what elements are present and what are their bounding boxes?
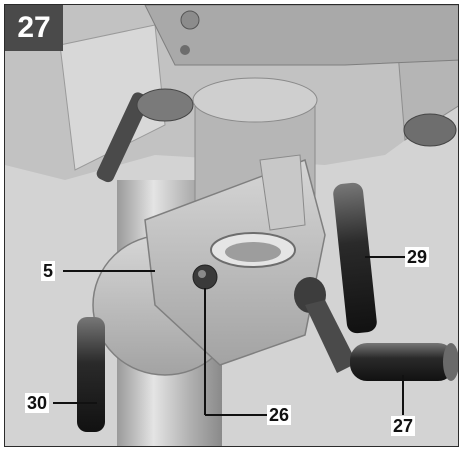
locking-bolt [192, 264, 218, 290]
locking-bolt-highlight [198, 270, 206, 278]
left-lever [96, 92, 150, 183]
drill-press-table-clamp-photo [5, 5, 458, 446]
crank-arm [305, 300, 357, 373]
lock-lever [77, 317, 105, 432]
table-cross-bar [144, 5, 458, 66]
table-bolt [180, 10, 200, 30]
bracket-face [259, 154, 306, 231]
clamp-lever [333, 182, 377, 334]
left-lever-knob [136, 88, 194, 122]
callout-26: 26 [267, 405, 292, 425]
crank-handle [350, 343, 455, 381]
callout-30: 30 [25, 393, 50, 413]
table-rib-left [59, 24, 166, 171]
figure-number-badge: 27 [5, 5, 63, 51]
bracket-bore-inner [225, 242, 281, 262]
figure-frame: 27 5 26 27 29 30 [4, 4, 459, 447]
callout-27: 27 [391, 416, 416, 436]
crank-handle-end [443, 343, 458, 381]
right-lever-knob [403, 113, 457, 147]
center-post-top [192, 77, 318, 123]
callout-29: 29 [405, 247, 430, 267]
table-bolt-2 [180, 45, 190, 55]
callout-5: 5 [41, 261, 56, 281]
